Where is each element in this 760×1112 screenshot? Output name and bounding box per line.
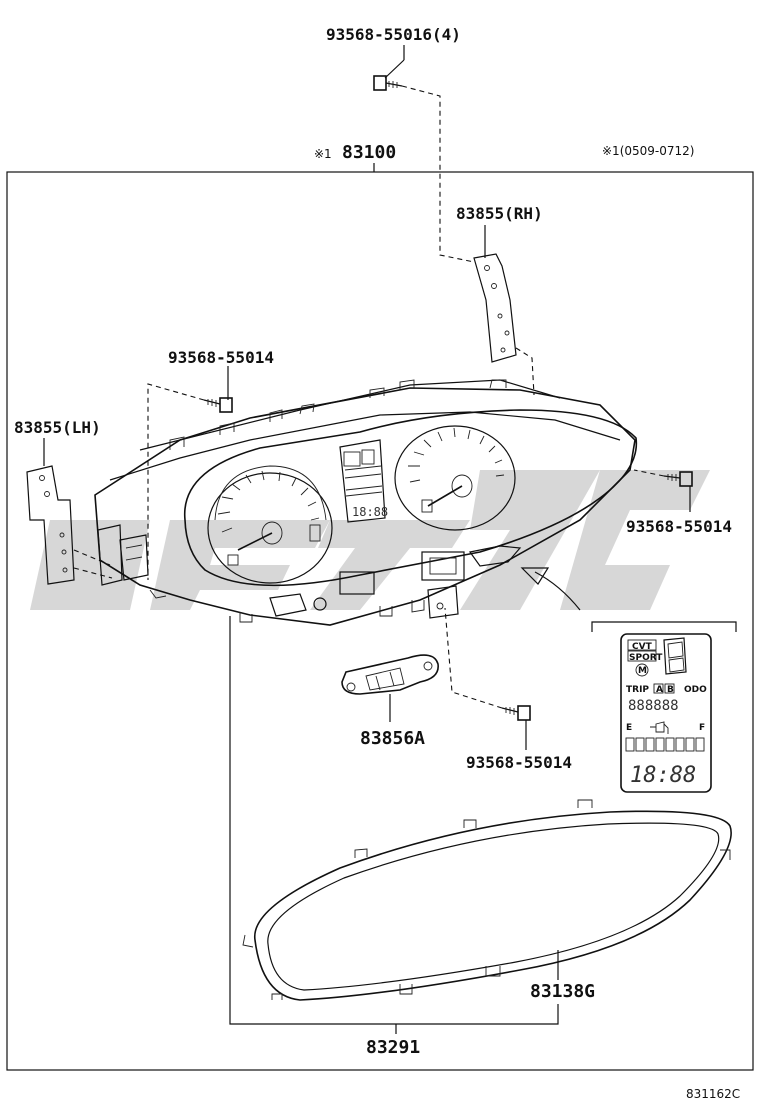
lcd-fuel-empty: E [626, 723, 632, 733]
bracket-rh-icon [473, 225, 535, 396]
instrument-cluster-icon: 18:88 [94, 379, 638, 626]
label-bracket-lh: 83855(LH) [14, 418, 101, 437]
lcd-trip-b: B [667, 685, 674, 695]
label-date-note: ※1(0509-0712) [602, 144, 694, 158]
label-main-assembly: 83100 [342, 142, 396, 163]
label-bracket-rh: 83855(RH) [456, 204, 543, 223]
lcd-odo-label: ODO [684, 685, 707, 695]
lcd-fuel-full: F [699, 723, 705, 733]
lcd-mode-badge: M [638, 666, 647, 676]
label-screw-right: 93568-55014 [626, 517, 732, 536]
label-screw-left: 93568-55014 [168, 348, 274, 367]
watermark [30, 470, 710, 610]
top-bolt-icon [373, 45, 475, 263]
lcd-trip-a: A [656, 685, 663, 695]
lcd-detail-panel: CVT SPORT M TRIP A B ODO 888888 E F 18:8… [591, 621, 737, 793]
label-screw-center: 93568-55014 [466, 753, 572, 772]
bracket-lh-icon [26, 438, 113, 585]
screw-left-icon [147, 366, 233, 580]
label-top-bolt: 93568-55016(4) [326, 25, 461, 44]
label-sub-bracket: 83856A [360, 728, 425, 749]
screw-center-icon [444, 607, 531, 750]
label-drawing-number: 831162C [686, 1087, 740, 1101]
center-display-digits: 18:88 [352, 505, 388, 519]
label-glass: 83138G [530, 981, 595, 1002]
lcd-sport-label: SPORT [629, 653, 663, 663]
label-lens-assembly: 83291 [366, 1037, 420, 1058]
assembly-frame [6, 171, 754, 1071]
screw-right-icon [633, 469, 693, 512]
lcd-cvt-label: CVT [632, 642, 653, 652]
glass-icon [242, 799, 732, 1001]
lens-assembly-bracket [229, 616, 559, 1025]
lcd-clock-digits: 18:88 [630, 763, 696, 788]
fuel-pump-icon [650, 721, 669, 734]
fuel-gauge-bars [625, 737, 705, 752]
label-main-assembly-mark: ※1 [314, 147, 332, 161]
sub-bracket-icon [341, 654, 439, 722]
lcd-odo-digits: 888888 [628, 698, 679, 714]
lcd-trip-label: TRIP [626, 685, 649, 695]
